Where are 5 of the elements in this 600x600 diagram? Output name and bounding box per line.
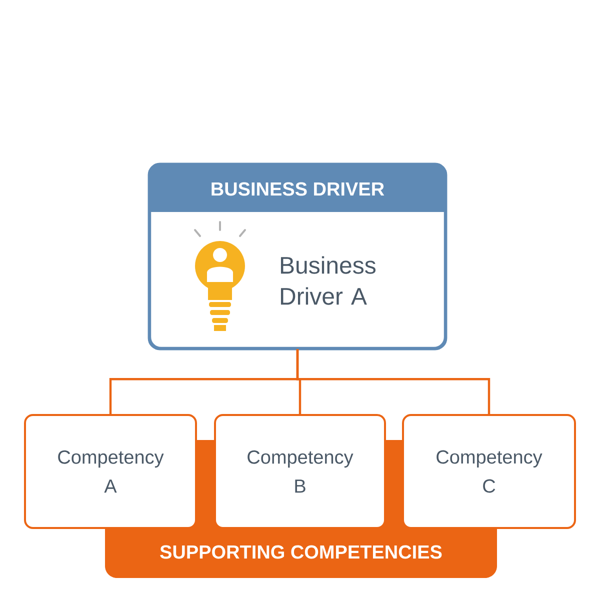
competency-box: Competency B xyxy=(214,414,386,529)
competency-box: Competency A xyxy=(24,414,197,529)
driver-box: BUSINESS DRIVER Business Driver A xyxy=(148,162,448,350)
connector xyxy=(296,349,490,414)
competency-box: Competency C xyxy=(402,414,576,529)
